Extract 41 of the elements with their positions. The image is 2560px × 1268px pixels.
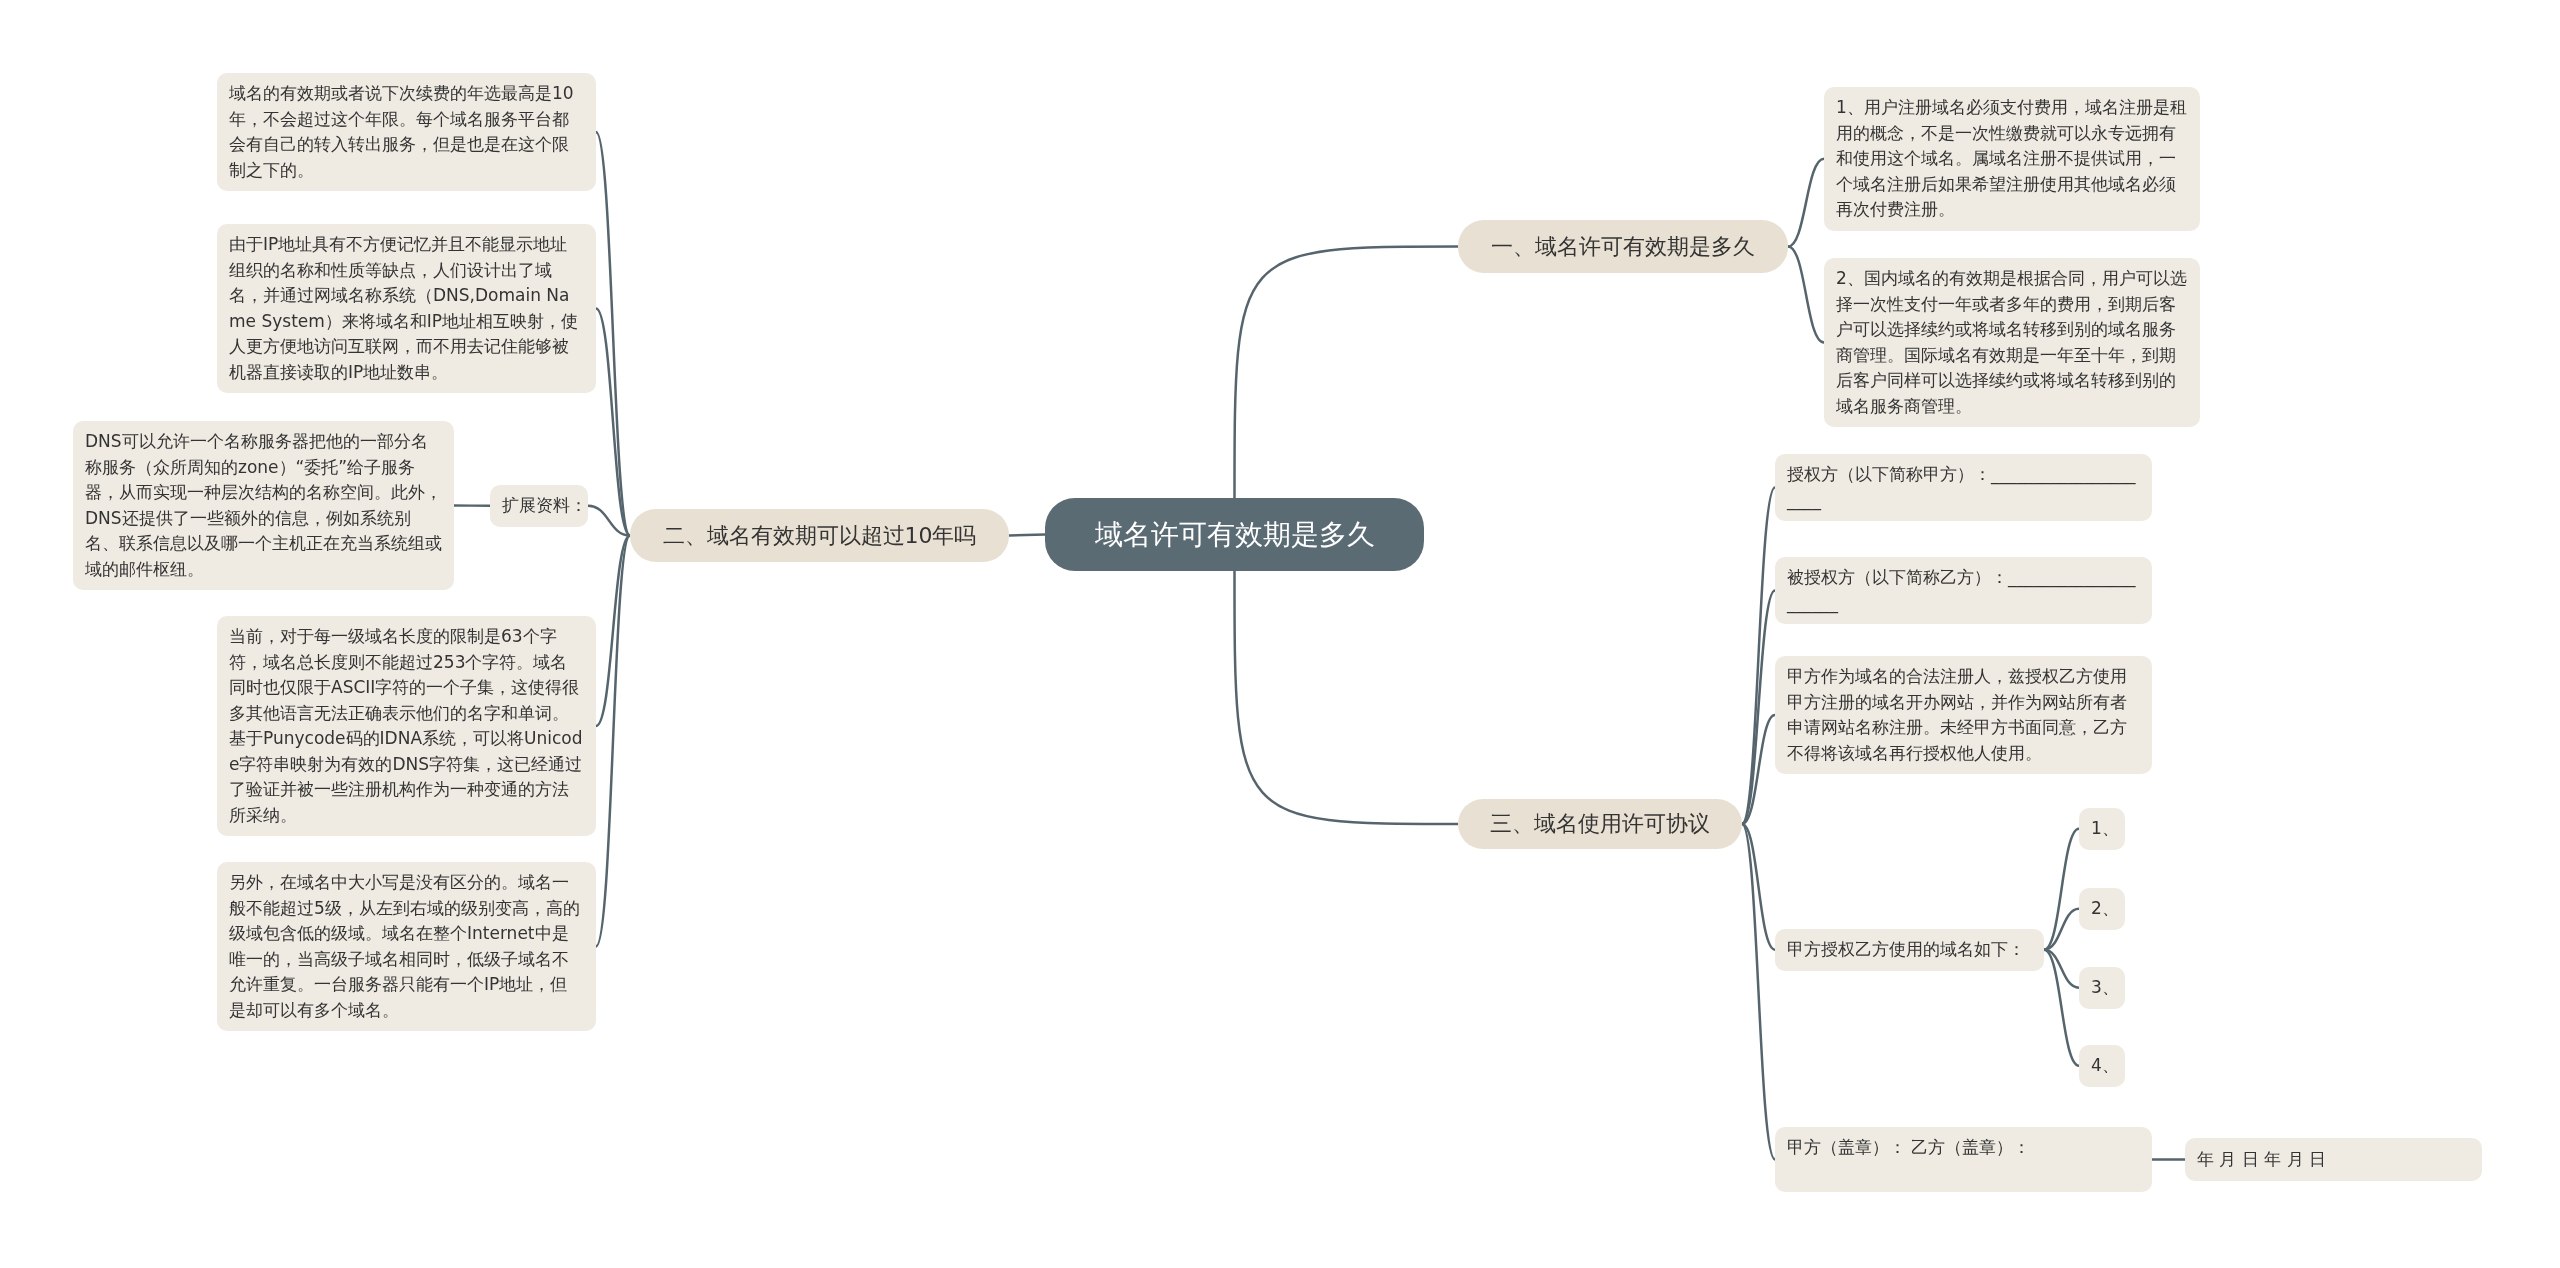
subtopic-box: 1、 (2079, 808, 2125, 850)
connector-line (1008, 533, 1046, 537)
connector-line (595, 307, 631, 537)
connector-line (1740, 486, 1777, 825)
note-box: 由于IP地址具有不方便记忆并且不能显示地址组织的名称和性质等缺点，人们设计出了域名，并通过网域名称系统（DNS,Domain Name System）来将域名和IP地址相互映射，使人更方便地访问互联网，而不用去记住能够被机器直接读取的IP地址数串。 (217, 224, 596, 393)
note-box: 另外，在域名中大小写是没有区分的。域名一般不能超过5级，从左到右域的级别变高，高的级域包含低的级域。域名在整个Internet中是唯一的，当高级子域名相同时，低级子域名不允许重复。一台服务器只能有一个IP地址，但是却可以有多个域名。 (217, 862, 596, 1031)
connector-line (1741, 822, 1776, 951)
connector-line (587, 504, 631, 537)
note-box: 2、国内域名的有效期是根据合同，用户可以选择一次性支付一年或者多年的费用，到期后客户可以选择续约或将域名转移到别的域名服务商管理。国际域名有效期是一年至十年，到期后客户同样可以选择续约或将域名转移到别的域名服务商管理。 (1824, 258, 2200, 427)
note-box: DNS可以允许一个名称服务器把他的一部分名称服务（众所周知的zone）“委托”给子服务器，从而实现一种层次结构的名称空间。此外，DNS还提供了一些额外的信息，例如系统别名、联系信息以及哪一个主机正在充当系统组或域的邮件枢纽。 (73, 421, 454, 590)
connector-line (595, 534, 631, 727)
connector-line (1233, 245, 1458, 498)
subtopic-box: 3、 (2079, 967, 2125, 1009)
note-box: 1、用户注册域名必须支付费用，域名注册是租用的概念，不是一次性缴费就可以永专远拥有和使用这个域名。属域名注册不提供试用，一个域名注册后如果希望注册使用其他域名必须再次付费注册。 (1824, 87, 2200, 231)
note-box: 被授权方（以下简称乙方）：_____________________ (1775, 557, 2152, 624)
note-box: 域名的有效期或者说下次续费的年选最高是10年，不会超过这个年限。每个域名服务平台都会有自己的转入转出服务，但是也是在这个限制之下的。 (217, 73, 596, 191)
connector-line (2152, 1158, 2185, 1161)
connector-line (2043, 827, 2080, 951)
topic-box: 一、域名许可有效期是多久 (1458, 220, 1788, 273)
subtopic-box: 年 月 日 年 月 日 (2185, 1138, 2482, 1181)
connector-line (2043, 948, 2080, 1067)
connector-line (2043, 907, 2080, 951)
note-box: 甲方作为域名的合法注册人，兹授权乙方使用甲方注册的域名开办网站，并作为网站所有者申请网站名称注册。未经甲方书面同意，乙方不得将该域名再行授权他人使用。 (1775, 656, 2152, 774)
central-topic-box: 域名许可有效期是多久 (1045, 498, 1424, 571)
connector-line (1233, 571, 1458, 826)
connector-line (454, 504, 490, 507)
connector-line (594, 534, 632, 948)
subtopic-box: 甲方授权乙方使用的域名如下： (1775, 929, 2044, 971)
connector-line (1741, 589, 1776, 825)
subtopic-box: 2、 (2079, 888, 2125, 930)
subtopic-box: 扩展资料： (490, 485, 588, 527)
connector-line (1787, 245, 1825, 344)
connector-line (1787, 157, 1825, 248)
subtopic-box: 4、 (2079, 1045, 2125, 1087)
note-box: 授权方（以下简称甲方）：_____________________ (1775, 454, 2152, 521)
topic-box: 二、域名有效期可以超过10年吗 (630, 509, 1009, 562)
note-box: 当前，对于每一级域名长度的限制是63个字符，域名总长度则不能超过253个字符。域名同时也仅限于ASCII字符的一个子集，这使得很多其他语言无法正确表示他们的名字和单词。基于Punycode码的IDNA系统，可以将Unicode字符串映射为有效的DNS字符集，这已经通过了验证并被一些注册机构作为一种变通的方法所采纳。 (217, 616, 596, 836)
connector-line (1741, 713, 1776, 826)
note-box: 甲方（盖章）： 乙方（盖章）： (1775, 1127, 2152, 1192)
connector-line (1740, 823, 1777, 1161)
topic-box: 三、域名使用许可协议 (1458, 799, 1742, 849)
